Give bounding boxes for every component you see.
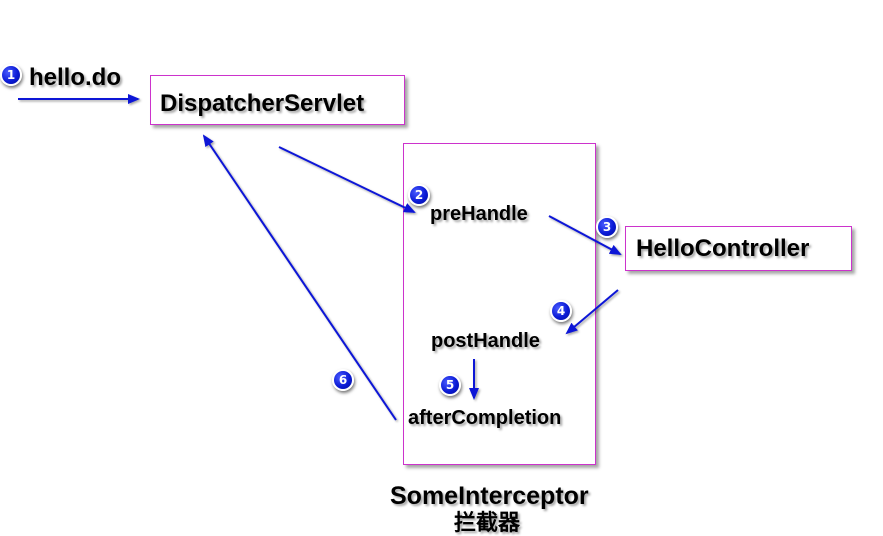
hello-controller-label: HelloController: [636, 235, 810, 262]
arrow-dispatcher-to-prehandle: [278, 146, 416, 213]
request-label: hello.do: [29, 64, 121, 91]
arrow-aftercompletion-to-dispatcher: [202, 134, 397, 421]
interceptor-name: SomeInterceptor: [390, 482, 589, 510]
step-2-badge: 2: [408, 184, 430, 206]
step-5-badge: 5: [439, 374, 461, 396]
step-1-badge: 1: [0, 64, 22, 86]
step-6-badge: 6: [332, 369, 354, 391]
dispatcher-servlet-box: [150, 75, 405, 125]
step-4-badge: 4: [550, 300, 572, 322]
hello-controller-box: [625, 226, 852, 271]
arrow-prehandle-to-controller: [548, 215, 622, 255]
aftercompletion-label: afterCompletion: [408, 407, 562, 429]
prehandle-label: preHandle: [430, 203, 528, 225]
dispatcher-servlet-label: DispatcherServlet: [160, 90, 365, 117]
interceptor-subtitle: 拦截器: [454, 511, 521, 536]
arrow-controller-to-posthandle: [565, 289, 619, 335]
step-3-badge: 3: [596, 216, 618, 238]
posthandle-label: postHandle: [431, 330, 540, 352]
